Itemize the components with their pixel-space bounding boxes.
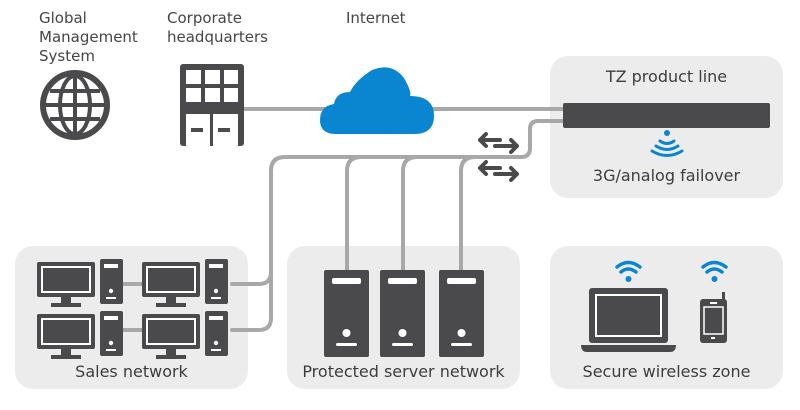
server-icon <box>324 270 369 357</box>
bidirectional-arrows-icon <box>478 132 519 154</box>
tower-pc-icon <box>100 311 123 356</box>
wire-server-3 <box>459 155 477 277</box>
monitor-icon <box>142 262 200 297</box>
secure-wireless-panel: Secure wireless zone <box>550 246 783 389</box>
wire-server-1 <box>345 155 363 277</box>
bidirectional-arrows-icon <box>478 160 519 182</box>
server-icon <box>380 270 425 357</box>
workstation <box>37 259 123 307</box>
tz-product-line-title: TZ product line <box>605 67 728 86</box>
wire-sales-row2 <box>230 268 273 332</box>
secure-wireless-title: Secure wireless zone <box>582 362 751 381</box>
tower-pc-icon <box>205 259 228 304</box>
protected-server-title: Protected server network <box>302 362 505 381</box>
global-management-label: Global Management System <box>39 9 138 65</box>
wireless-signal-icon <box>650 130 684 157</box>
cloud-icon <box>320 67 434 134</box>
sales-network-title: Sales network <box>75 362 188 381</box>
laptop-icon <box>581 288 676 352</box>
smartphone-icon <box>700 292 727 343</box>
workstation <box>142 259 228 307</box>
globe-icon <box>40 70 110 140</box>
server-icon <box>439 270 484 357</box>
monitor-icon <box>37 262 95 297</box>
workstation <box>142 311 228 359</box>
wifi-icon <box>701 260 728 282</box>
monitor-icon <box>142 314 200 349</box>
monitor-icon <box>37 314 95 349</box>
corporate-hq-label: Corporate headquarters <box>167 9 268 46</box>
workstation <box>37 311 123 359</box>
firewall-appliance <box>563 103 770 128</box>
failover-label: 3G/analog failover <box>592 166 741 185</box>
wifi-icon <box>615 260 642 282</box>
tower-pc-icon <box>100 259 123 304</box>
building-icon <box>180 64 244 146</box>
wire-server-2 <box>401 155 419 277</box>
tower-pc-icon <box>205 311 228 356</box>
internet-label: Internet <box>346 9 406 27</box>
